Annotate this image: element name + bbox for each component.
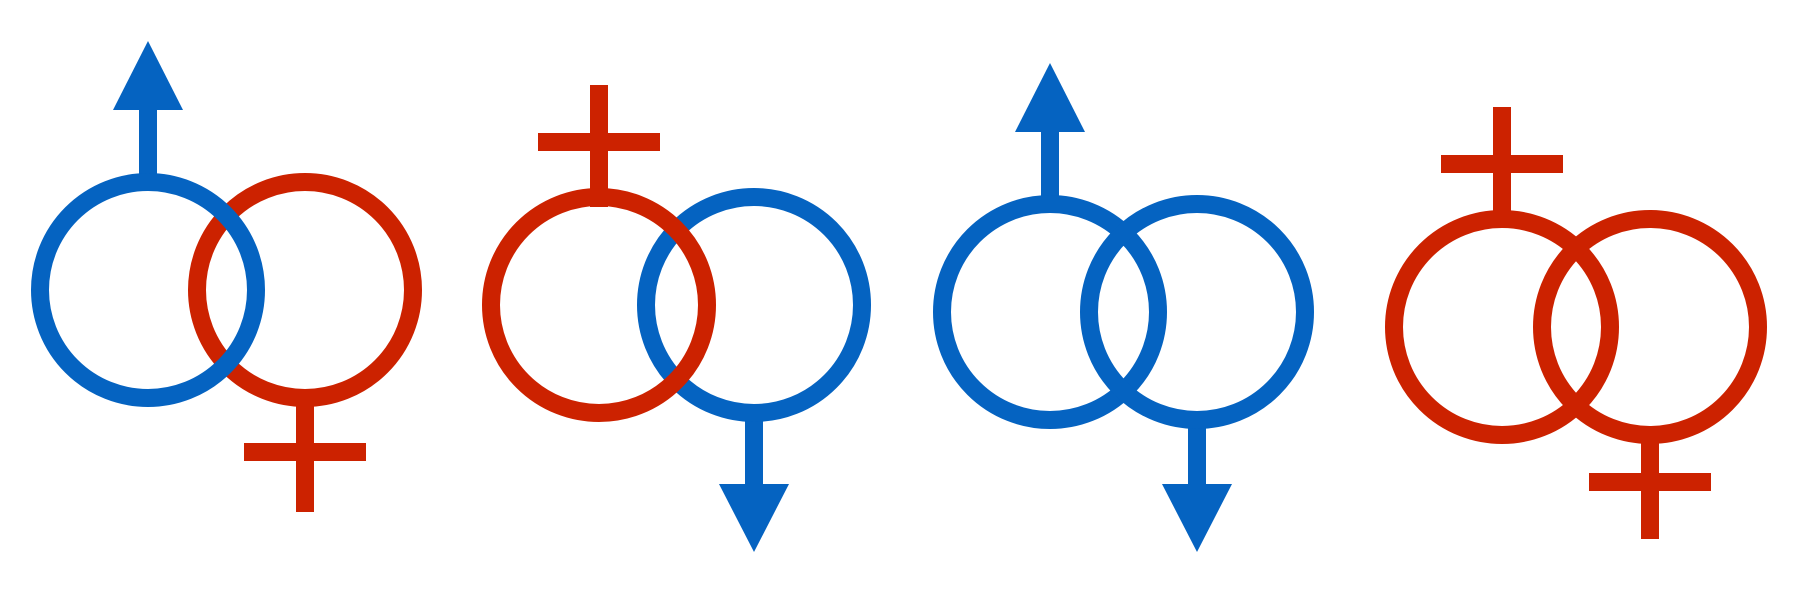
female-ring [1533, 210, 1767, 444]
female-ring [482, 188, 716, 422]
male-ring [637, 188, 871, 422]
female-ring [1385, 210, 1619, 444]
female-icon [244, 398, 366, 512]
female-ring [188, 173, 422, 407]
heterosexual-couple-symbol-2 [482, 85, 871, 552]
female-icon [1589, 435, 1711, 539]
lesbian-couple-symbol [1385, 107, 1767, 539]
gay-male-couple-symbol [933, 63, 1314, 552]
male-ring [933, 195, 1167, 429]
male-ring [1080, 195, 1314, 429]
male-icon [1162, 412, 1232, 552]
female-icon [1441, 107, 1563, 222]
male-ring [31, 173, 265, 407]
male-icon [719, 405, 789, 552]
male-icon [113, 41, 183, 176]
female-icon [538, 85, 660, 207]
heterosexual-couple-symbol-1 [31, 41, 422, 512]
male-icon [1015, 63, 1085, 200]
